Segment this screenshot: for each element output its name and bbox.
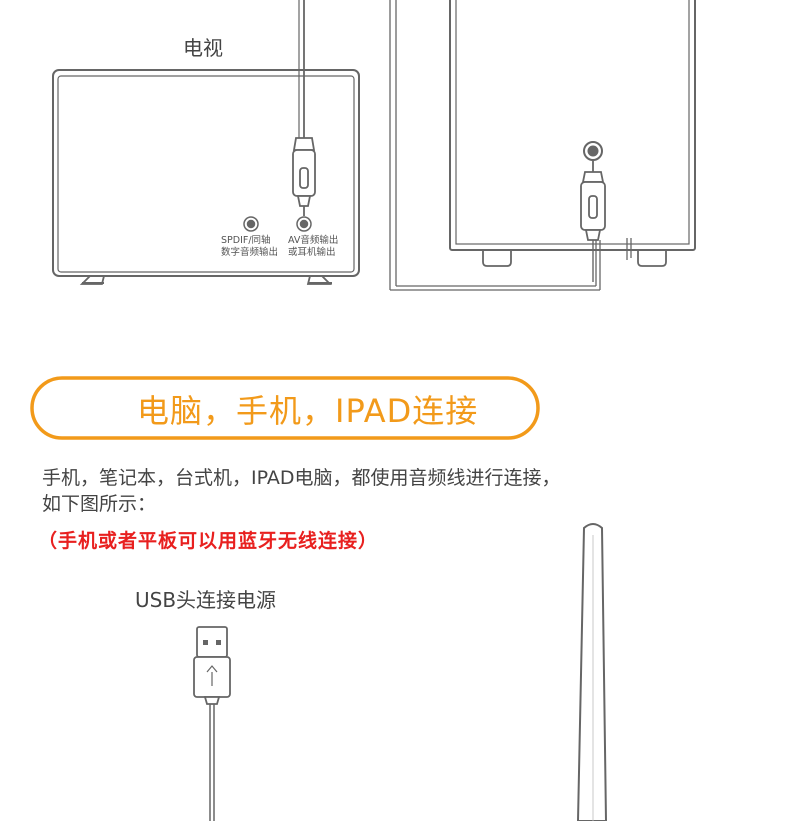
spdif-port-label-line1: SPDIF/同轴 <box>221 235 271 246</box>
av-port-label: AV音频输出 或耳机输出 <box>288 235 338 259</box>
usb-power-label: USB头连接电源 <box>135 588 277 612</box>
speaker-illustration <box>449 0 696 267</box>
bluetooth-note: （手机或者平板可以用蓝牙无线连接） <box>38 530 379 552</box>
antenna-icon <box>576 523 608 821</box>
rca-plug-icon <box>580 161 606 282</box>
spdif-port-label-line2: 数字音频输出 <box>221 247 279 258</box>
description-line1: 手机，笔记本，台式机，IPAD电脑，都使用音频线进行连接， <box>42 467 561 489</box>
tv-title: 电视 <box>183 36 223 60</box>
spdif-port-icon <box>243 216 259 232</box>
banner-frame <box>30 376 540 440</box>
description-line2: 如下图所示： <box>42 493 157 515</box>
cable-route <box>389 0 632 291</box>
av-port-label-line1: AV音频输出 <box>288 235 339 246</box>
usb-plug-icon <box>193 626 231 821</box>
tv-illustration <box>52 69 360 285</box>
av-port-label-line2: 或耳机输出 <box>288 247 336 258</box>
spdif-port-label: SPDIF/同轴 数字音频输出 <box>221 235 278 259</box>
audio-cable-plug-icon <box>292 0 316 216</box>
description: 手机，笔记本，台式机，IPAD电脑，都使用音频线进行连接， 如下图所示： <box>42 465 560 517</box>
banner-title: 电脑，手机，IPAD连接 <box>137 392 479 430</box>
av-port-icon <box>296 216 312 232</box>
